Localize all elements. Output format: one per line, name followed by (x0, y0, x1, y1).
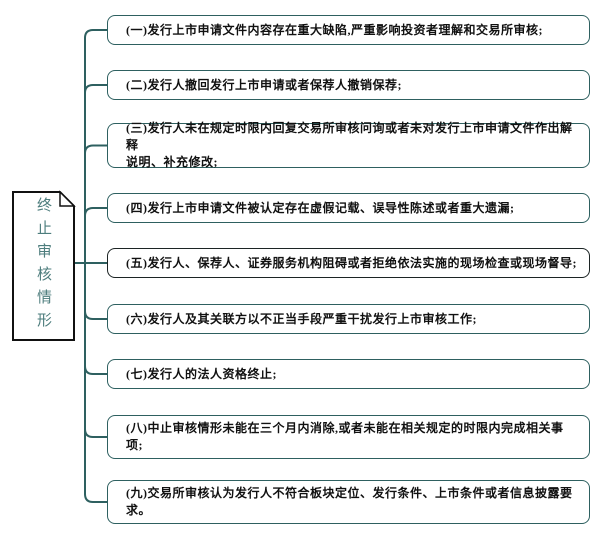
branch-item-3[interactable]: (三)发行人未在规定时限内回复交易所审核问询或者未对发行上市申请文件作出解释 说… (107, 121, 590, 169)
root-node-termination-review[interactable]: 终止审核情形 (35, 197, 51, 335)
connector-item-8 (84, 428, 108, 438)
connector-item-4 (84, 207, 108, 217)
connector-item-3 (84, 144, 108, 155)
connector-item-2 (84, 84, 108, 94)
branch-item-1[interactable]: (一)发行上市申请文件内容存在重大缺陷,严重影响投资者理解和交易所审核; (107, 15, 590, 45)
branch-item-9[interactable]: (九)交易所审核认为发行人不符合板块定位、发行条件、上市条件或者信息披露要 求。 (107, 480, 590, 524)
branch-item-8[interactable]: (八)中止审核情形未能在三个月内消除,或者未能在相关规定的时限内完成相关事 项; (107, 415, 590, 459)
branch-item-7[interactable]: (七)发行人的法人资格终止; (107, 359, 590, 389)
branch-item-6[interactable]: (六)发行人及其关联方以不正当手段严重干扰发行上市审核工作; (107, 304, 590, 334)
connector-item-6 (84, 310, 108, 320)
connector-item-7 (84, 365, 108, 375)
branch-item-4[interactable]: (四)发行上市申请文件被认定存在虚假记载、误导性陈述或者重大遗漏; (107, 193, 590, 223)
branch-item-5[interactable]: (五)发行人、保荐人、证券服务机构阻碍或者拒绝依法实施的现场检查或现场督导; (107, 248, 590, 278)
connector-item-1 (84, 29, 108, 39)
root-node-shape (12, 191, 75, 341)
connector-item-9 (84, 493, 108, 503)
root-node-folded-corner-icon (59, 190, 76, 207)
branch-item-2[interactable]: (二)发行人撤回发行上市申请或者保荐人撤销保荐; (107, 70, 590, 100)
